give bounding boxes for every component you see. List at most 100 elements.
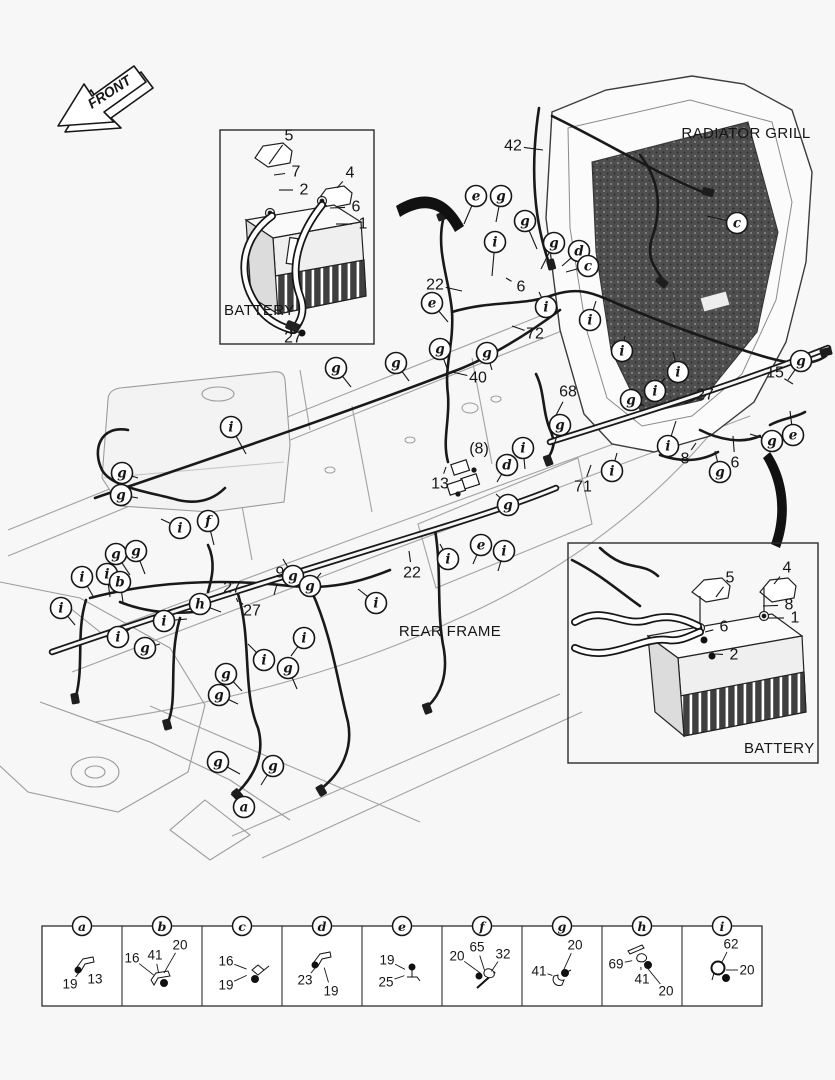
legend-letter-a: a [78,919,86,934]
loop-icon [710,960,730,982]
svg-text:i: i [675,365,680,381]
legend-part-number: 16 [218,954,233,969]
svg-text:9: 9 [276,565,285,582]
callout-letter-i: i [610,335,634,363]
front-battery-label: BATTERY [224,302,295,319]
callout-letter-i: i [49,596,76,626]
legend-part-number: 41 [147,948,162,963]
svg-text:7: 7 [292,164,301,181]
svg-text:e: e [472,189,481,205]
callout-letter-e: e [781,410,805,447]
callout-letter-i: i [492,539,516,572]
legend-letter-f: f [478,919,487,934]
callout-letter-a: a [230,793,256,819]
callout-letter-i: i [219,415,247,455]
svg-text:i: i [104,567,109,583]
svg-text:i: i [58,601,63,617]
svg-text:i: i [587,313,592,329]
callout-letter-b: b [108,570,132,603]
loader-arm-structure [0,581,291,861]
callout-letter-g: g [276,656,300,690]
svg-text:4: 4 [783,560,792,577]
inset-rear-battery: BATTERY [567,542,819,764]
svg-text:13: 13 [431,476,449,493]
callout-letter-i: i [483,230,507,277]
svg-text:g: g [283,661,292,677]
callout-number-4: 4 [773,560,792,585]
svg-text:1: 1 [359,216,368,233]
svg-text:22: 22 [426,277,444,294]
svg-text:d: d [574,244,584,260]
callout-letter-i: i [511,436,535,470]
svg-text:27: 27 [284,330,302,347]
svg-text:g: g [555,418,564,434]
callout-number-6: 6 [704,619,729,636]
svg-text:g: g [482,346,491,362]
svg-text:15: 15 [766,365,784,382]
legend-part-number: 23 [297,973,312,988]
legend-part-number: 65 [469,940,484,955]
legend-part-number: 20 [449,949,464,964]
legend-letter-c: c [238,919,246,934]
svg-text:27: 27 [243,603,261,620]
svg-text:g: g [503,498,512,514]
svg-text:g: g [796,354,805,370]
battery-cables [240,201,326,334]
callout-letter-c: c [565,254,600,278]
svg-text:e: e [477,538,486,554]
callout-letter-g: g [749,429,784,453]
svg-text:i: i [652,384,657,400]
legend-letter-d: d [318,919,327,934]
rear-frame-label: REAR FRAME [399,623,501,640]
callout-number-13: 13 [431,466,449,493]
svg-text:1: 1 [791,610,800,627]
legend-letter-e: e [398,919,406,934]
callout-number-27: 27 [284,321,303,347]
svg-text:(8): (8) [469,441,489,458]
callout-number-15: 15 [766,365,794,385]
legend-part-number: 20 [567,938,582,953]
svg-text:2: 2 [730,647,739,664]
legend-part-number: 25 [378,975,393,990]
callout-number-42: 42 [504,138,544,155]
legend-part-number: 20 [172,938,187,953]
callout-letter-i: i [247,643,276,672]
callout-letter-g: g [787,349,813,381]
svg-text:c: c [733,216,741,232]
callout-number-71: 71 [574,464,592,496]
legend-part-number: 13 [87,972,102,987]
callout-letter-e: e [463,184,488,225]
svg-text:i: i [520,441,525,457]
callout-letter-i: i [160,516,192,540]
callout-letter-i: i [534,291,558,319]
svg-text:g: g [435,342,444,358]
svg-text:g: g [214,688,223,704]
callout-letter-g: g [475,341,499,371]
svg-text:42: 42 [504,138,522,155]
svg-text:6: 6 [731,455,740,472]
callout-number-5: 5 [715,570,735,598]
callout-letter-i: i [578,300,602,332]
svg-text:27: 27 [696,387,714,404]
callout-number-6: 6 [731,435,740,472]
svg-text:g: g [116,488,125,504]
callout-letter-i: i [436,543,460,571]
callout-number-2: 2 [279,182,309,199]
svg-text:i: i [228,420,233,436]
callout-number-27: 27 [239,601,261,620]
svg-text:6: 6 [352,199,361,216]
svg-text:c: c [584,259,592,275]
svg-text:i: i [492,235,497,251]
legend-part-number: 41 [531,964,546,979]
legend-letter-g: g [558,919,567,934]
svg-text:i: i [609,464,614,480]
diamond-icon [251,964,270,983]
callout-letter-g: g [513,209,538,250]
svg-text:g: g [391,356,400,372]
legend-cell-g: g 41 20 [521,915,583,1006]
svg-text:d: d [502,458,512,474]
